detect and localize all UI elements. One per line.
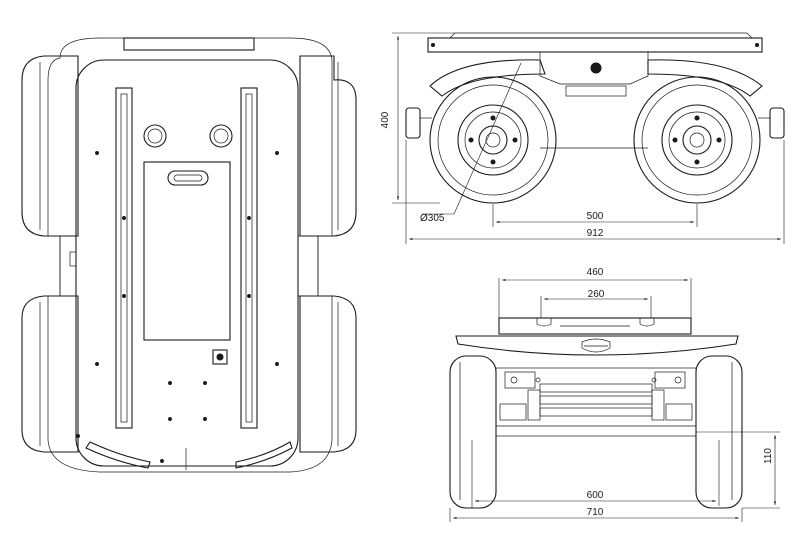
top-view-button-left — [143, 124, 167, 148]
side-view-top-plate — [427, 37, 763, 53]
front-view-wheel-left — [449, 355, 497, 509]
top-view-rear-light-right — [235, 441, 293, 469]
side-view-bumper-front — [405, 107, 421, 139]
top-view-right-axle — [297, 235, 319, 297]
height-dimension-label: 400 — [380, 111, 391, 128]
width-dimension-label: 710 — [587, 507, 604, 518]
top-view — [21, 37, 357, 473]
top-view-wheel-rear-right — [299, 295, 357, 453]
length-dimension-label: 912 — [587, 228, 604, 239]
front-view-top-plate — [498, 317, 692, 335]
top-view-handle — [167, 170, 209, 186]
top-view-wheel-rear-left — [21, 295, 79, 453]
top-view-fender — [47, 37, 333, 473]
top-view-wheel-front-left — [21, 55, 79, 237]
top-view-button-right — [209, 124, 233, 148]
top-width-outer-label: 460 — [587, 267, 604, 278]
side-view-fender-rear — [647, 59, 763, 97]
side-view-power-button — [590, 62, 602, 74]
track-width-dimension-label: 600 — [587, 490, 604, 501]
front-view-suspension — [495, 367, 697, 437]
side-view: Ø305 400 500 912 — [380, 32, 785, 244]
top-width-inner-label: 260 — [588, 289, 605, 300]
top-view-connector-icon — [212, 349, 228, 365]
top-view-right-rail — [240, 87, 258, 429]
top-view-left-rail — [115, 87, 133, 429]
wheel-diameter-label: Ø305 — [420, 213, 445, 224]
top-view-wheel-front-right — [299, 55, 357, 237]
clearance-dimension-label: 110 — [763, 448, 774, 464]
top-view-front-bumper — [123, 37, 255, 51]
side-view-wheel-front — [429, 76, 557, 204]
front-view-light — [581, 338, 611, 353]
front-view: 460 260 — [449, 267, 780, 522]
top-view-rear-light-left — [85, 441, 151, 469]
side-view-wheel-rear — [633, 76, 761, 204]
side-view-bumper-rear — [769, 107, 785, 139]
top-view-screws — [76, 151, 279, 463]
top-view-center-panel — [143, 161, 231, 341]
top-view-body-plate — [75, 59, 299, 467]
diameter-leader — [453, 62, 522, 215]
wheelbase-dimension-label: 500 — [587, 211, 604, 222]
side-view-fender-front — [429, 59, 546, 97]
front-view-body — [455, 335, 739, 356]
